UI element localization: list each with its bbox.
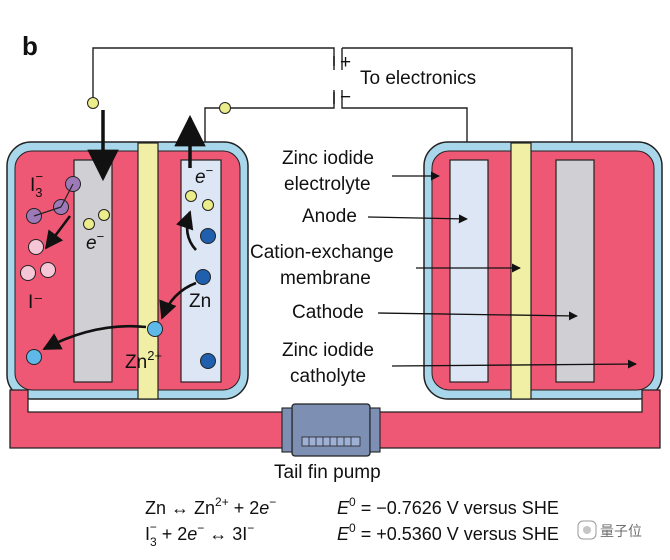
right-membrane xyxy=(510,142,532,400)
zinc-label: Zn xyxy=(189,291,211,312)
pointer-cathode xyxy=(377,311,578,321)
pump-grille-slots xyxy=(308,437,352,446)
pump-grille xyxy=(301,436,361,447)
electron-dot xyxy=(185,190,197,202)
to-electronics-label: To electronics xyxy=(360,68,476,89)
label-membrane: membrane xyxy=(280,268,371,289)
watermark-text: 量子位 xyxy=(600,523,642,539)
zinc-ion-2plus xyxy=(147,321,163,337)
reaction-arrow-ion-migration xyxy=(42,324,147,351)
potential-zinc: E0 = −0.7626 V versus SHE xyxy=(337,495,559,518)
electron-label-anode: e− xyxy=(195,163,213,188)
label-cathode: Cathode xyxy=(292,302,364,323)
pump-body xyxy=(291,403,371,457)
watermark-badge: 量子位 xyxy=(577,520,642,540)
reaction-arrow-zinc-to-ion xyxy=(159,281,197,320)
reaction-arrow-triiodide-to-iodide xyxy=(44,215,72,250)
pointer-anode xyxy=(367,214,468,224)
label-zinc-iodide-electrolyte-2: electrolyte xyxy=(284,174,371,195)
iodide-ion xyxy=(40,262,56,278)
label-zinc-iodide-catholyte-1: Zinc iodide xyxy=(282,340,374,361)
electron-dot xyxy=(202,199,214,211)
triiodide-label: I3− xyxy=(30,169,43,200)
iodide-ion xyxy=(28,239,44,255)
iodide-label: I⁻ xyxy=(28,292,43,313)
zinc-ion-label: Zn2+ xyxy=(125,348,162,373)
terminal-plus-sign: + xyxy=(340,52,351,73)
potential-iodine: E0 = +0.5360 V versus SHE xyxy=(337,521,559,544)
right-cathode xyxy=(555,159,595,383)
left-cathode xyxy=(73,159,113,383)
pump-label: Tail fin pump xyxy=(274,462,381,483)
electron-label-cathode: e− xyxy=(86,229,104,254)
pump-flange-left xyxy=(281,407,293,453)
triiodide-bond xyxy=(60,183,74,208)
label-anode: Anode xyxy=(302,206,357,227)
equation-zinc-half-reaction: Zn ↔ Zn2+ + 2e− xyxy=(145,495,276,518)
zinc-atom xyxy=(195,269,211,285)
electron-dot xyxy=(98,209,110,221)
electron-dot xyxy=(83,218,95,230)
panel-label: b xyxy=(22,31,38,61)
pump-flange-right xyxy=(369,407,381,453)
zinc-atom xyxy=(200,353,216,369)
terminal-minus-sign: − xyxy=(340,87,351,108)
watermark-logo-dot xyxy=(583,526,591,534)
right-anode xyxy=(449,159,489,383)
iodide-ion xyxy=(20,265,36,281)
zinc-ion-2plus xyxy=(26,349,42,365)
label-zinc-iodide-electrolyte-1: Zinc iodide xyxy=(282,148,374,169)
label-cation-exchange: Cation-exchange xyxy=(250,242,394,263)
label-zinc-iodide-catholyte-2: catholyte xyxy=(290,366,366,387)
reaction-arrow-electron-release xyxy=(176,210,197,251)
electron-dot-wire-right xyxy=(219,102,231,114)
electron-dot-wire-left xyxy=(87,97,99,109)
zinc-atom xyxy=(200,228,216,244)
pointer-catholyte xyxy=(391,359,637,369)
equation-iodine-half-reaction: I3− + 2e− ↔ 3I− xyxy=(145,520,254,549)
triiodide-bond xyxy=(33,206,62,217)
